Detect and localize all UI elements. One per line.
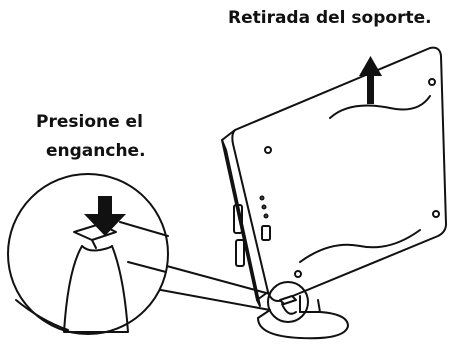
scanner-unit <box>221 46 447 307</box>
press-hook-caption-line1: Presione el <box>36 112 143 132</box>
remove-stand-caption: Retirada del soporte. <box>228 8 432 28</box>
stand-base <box>257 295 349 340</box>
press-hook-caption-line2: enganche. <box>46 141 146 161</box>
side-buttons <box>233 195 271 267</box>
hook-highlight-circle <box>267 281 309 323</box>
hook-body <box>63 245 129 333</box>
magnified-hook-view <box>7 173 169 335</box>
leader-line-bottom <box>149 287 271 311</box>
press-down-arrow-icon <box>84 196 126 236</box>
lift-up-arrow-icon <box>359 56 382 104</box>
leader-line-top <box>151 261 271 295</box>
